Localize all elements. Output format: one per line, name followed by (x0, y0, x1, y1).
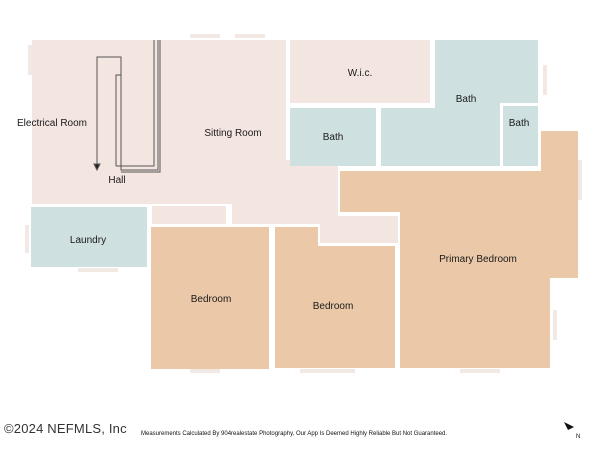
electrical-room-area (32, 40, 76, 204)
copyright-notice: ©2024 NEFMLS, Inc (4, 421, 127, 436)
hall-area (76, 170, 154, 204)
north-arrow-glyph: N (564, 422, 580, 440)
label-electrical-room: Electrical Room (16, 118, 88, 129)
label-bedroom-mid: Bedroom (312, 301, 354, 312)
common-areas (32, 40, 430, 243)
window-mark (190, 34, 220, 38)
label-bedroom-left: Bedroom (190, 294, 232, 305)
window-mark (78, 268, 118, 272)
label-sitting-room: Sitting Room (204, 128, 262, 139)
bath-areas (31, 40, 538, 267)
sitting-room-lower-area (232, 160, 338, 224)
staircase (93, 40, 161, 173)
laundry-area (31, 207, 147, 267)
window-mark (553, 310, 557, 340)
window-mark (190, 369, 220, 373)
window-mark (460, 369, 500, 373)
window-mark (25, 225, 29, 253)
north-arrow-icon: N (562, 416, 582, 440)
window-marks (25, 34, 582, 373)
closet-area (320, 216, 398, 243)
measurement-disclaimer: Measurements Calculated By 904realestate… (141, 431, 448, 437)
north-arrow-head (564, 422, 574, 430)
bath-mid-area (290, 108, 376, 166)
wic-area (290, 40, 430, 103)
bedroom-areas (151, 131, 578, 369)
bath-top-area (381, 40, 538, 166)
stair-outline-outer (96, 40, 159, 171)
north-arrow-label: N (576, 434, 580, 440)
label-bath-right: Bath (508, 118, 530, 129)
label-bath-mid: Bath (322, 132, 344, 143)
label-laundry: Laundry (69, 235, 107, 246)
stair-outline-inner-right (116, 40, 155, 167)
window-mark (543, 65, 547, 95)
stair-outline-wall (121, 40, 161, 173)
bedroom-left-area (151, 227, 269, 369)
bath-right-area (503, 106, 538, 166)
bedroom-mid-area (275, 227, 395, 368)
primary-bedroom-area (340, 131, 578, 368)
label-bath-top: Bath (455, 94, 477, 105)
window-mark (235, 34, 265, 38)
label-wic: W.i.c. (347, 68, 373, 79)
label-primary-bedroom: Primary Bedroom (439, 254, 517, 265)
hall-nook-area (152, 206, 226, 224)
window-mark (300, 369, 355, 373)
window-mark (28, 45, 32, 75)
label-hall: Hall (108, 175, 126, 186)
stair-outline-inner (115, 74, 121, 166)
stair-arrow-icon (93, 163, 101, 172)
window-mark (578, 160, 582, 200)
